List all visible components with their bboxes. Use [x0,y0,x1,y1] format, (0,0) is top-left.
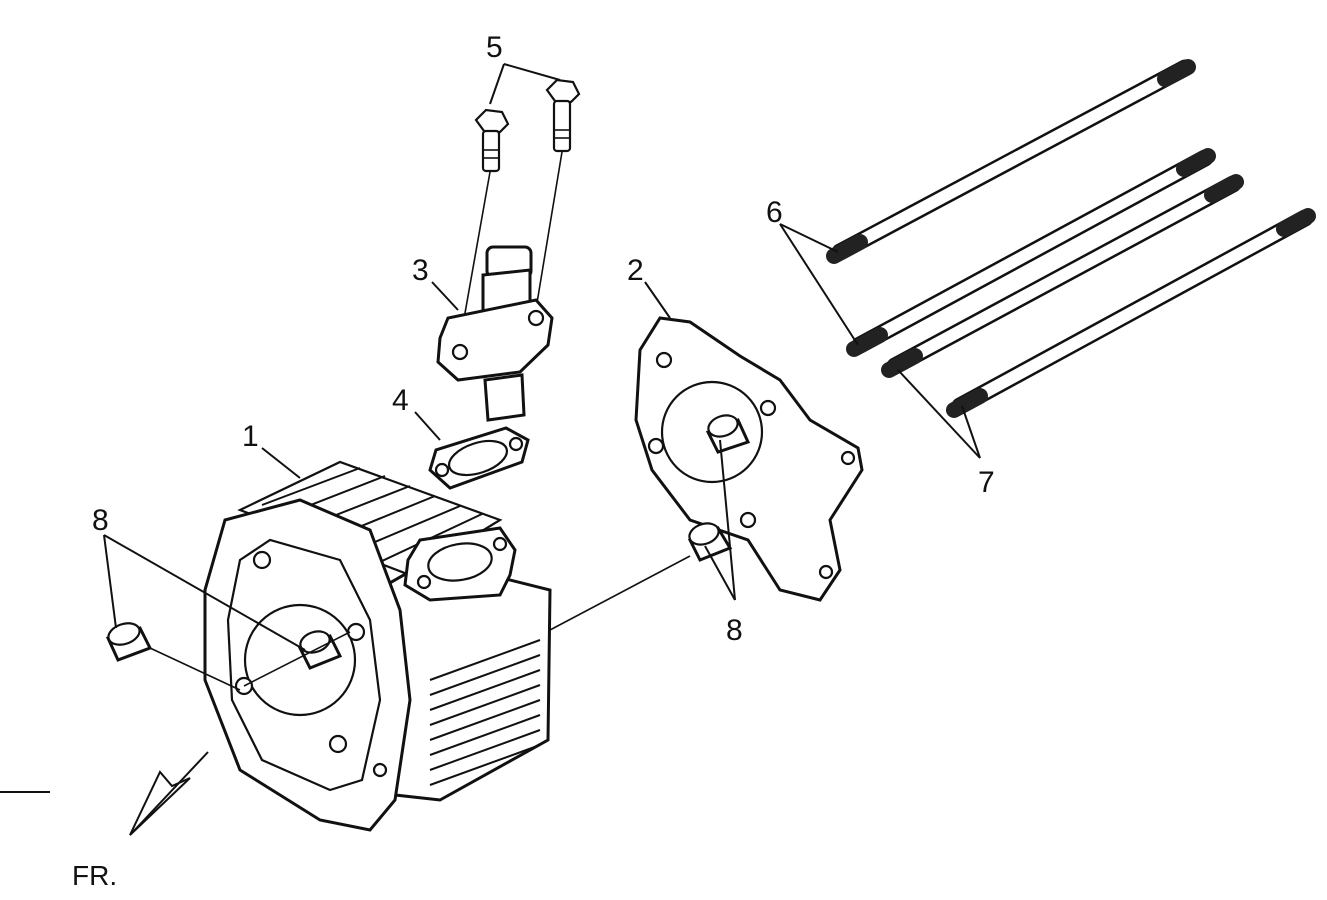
front-direction-marker: FR. [0,751,209,891]
label-part-7: 7 [978,466,995,499]
assembly-lines [149,555,691,691]
dowel-pin-center [297,630,343,670]
tensioner-3 [436,245,554,422]
stud-6-upper [826,59,1196,264]
label-part-2: 2 [627,254,644,287]
stud-7-lower [946,208,1316,418]
label-part-1: 1 [242,420,259,453]
cylinder-1 [203,460,552,832]
front-label: FR. [72,860,117,891]
part-labels: 1 2 3 4 5 6 7 8 8 [92,31,995,647]
base-gasket-2 [634,316,864,602]
dowel-pin-left [105,622,153,662]
label-part-6: 6 [766,196,783,229]
label-part-4: 4 [392,384,409,417]
label-part-3: 3 [412,254,429,287]
dowel-pins-8 [105,414,751,670]
stud-7-upper [881,174,1244,378]
dowel-pin-gasket [705,414,751,454]
leader-lines [103,63,981,651]
label-part-5: 5 [486,31,503,64]
cooling-fins-side [429,639,541,786]
label-part-8-right: 8 [726,614,743,647]
stud-bolts [826,59,1316,418]
gasket-4 [428,426,530,490]
stud-6-lower [846,148,1216,357]
label-part-8-left: 8 [92,504,109,537]
dowel-pin-right [687,522,733,562]
